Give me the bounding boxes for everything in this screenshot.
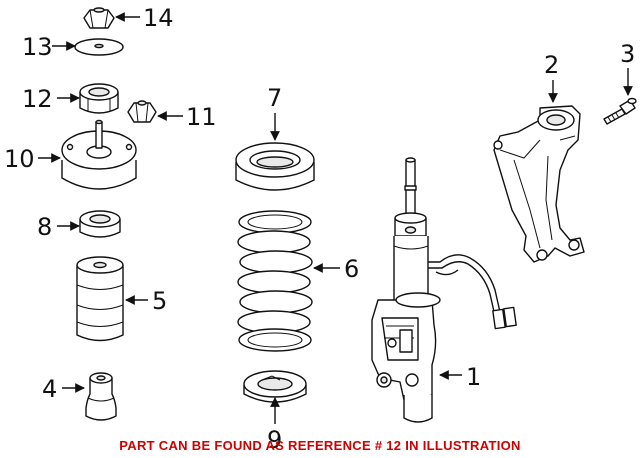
- callout-10-label: 10: [4, 145, 35, 173]
- part-5-dust-boot: [76, 256, 124, 342]
- callout-11-label: 11: [186, 103, 217, 131]
- part-6-coil-spring: [237, 210, 313, 352]
- callout-12-label: 12: [22, 85, 53, 113]
- callout-7-label: 7: [267, 84, 282, 112]
- callout-9-label: 9: [267, 426, 282, 454]
- part-2-steering-knuckle: [493, 105, 585, 263]
- callout-3-label: 3: [620, 40, 635, 68]
- part-4-bump-stop: [85, 372, 117, 421]
- part-7-spring-seat: [235, 142, 315, 191]
- callout-13-label: 13: [22, 33, 53, 61]
- callout-6-label: 6: [344, 255, 359, 283]
- part-14-nut: [83, 7, 115, 29]
- part-3-bolt: [603, 97, 637, 125]
- part-10-strut-mount: [61, 119, 137, 190]
- part-11-nut: [127, 100, 157, 123]
- reference-note: PART CAN BE FOUND AS REFERENCE # 12 IN I…: [119, 438, 520, 453]
- part-1-strut-assembly: [371, 157, 517, 423]
- callout-5-label: 5: [152, 287, 167, 315]
- callout-4-label: 4: [42, 375, 57, 403]
- callout-8-label: 8: [37, 213, 52, 241]
- callout-1-label: 1: [466, 363, 481, 391]
- part-9-lower-spring-seat: [243, 370, 307, 403]
- callout-14-label: 14: [143, 4, 174, 32]
- part-13-washer: [74, 38, 124, 56]
- callout-2-label: 2: [544, 51, 559, 79]
- part-12-bushing: [79, 83, 119, 114]
- part-8-bushing: [79, 210, 121, 238]
